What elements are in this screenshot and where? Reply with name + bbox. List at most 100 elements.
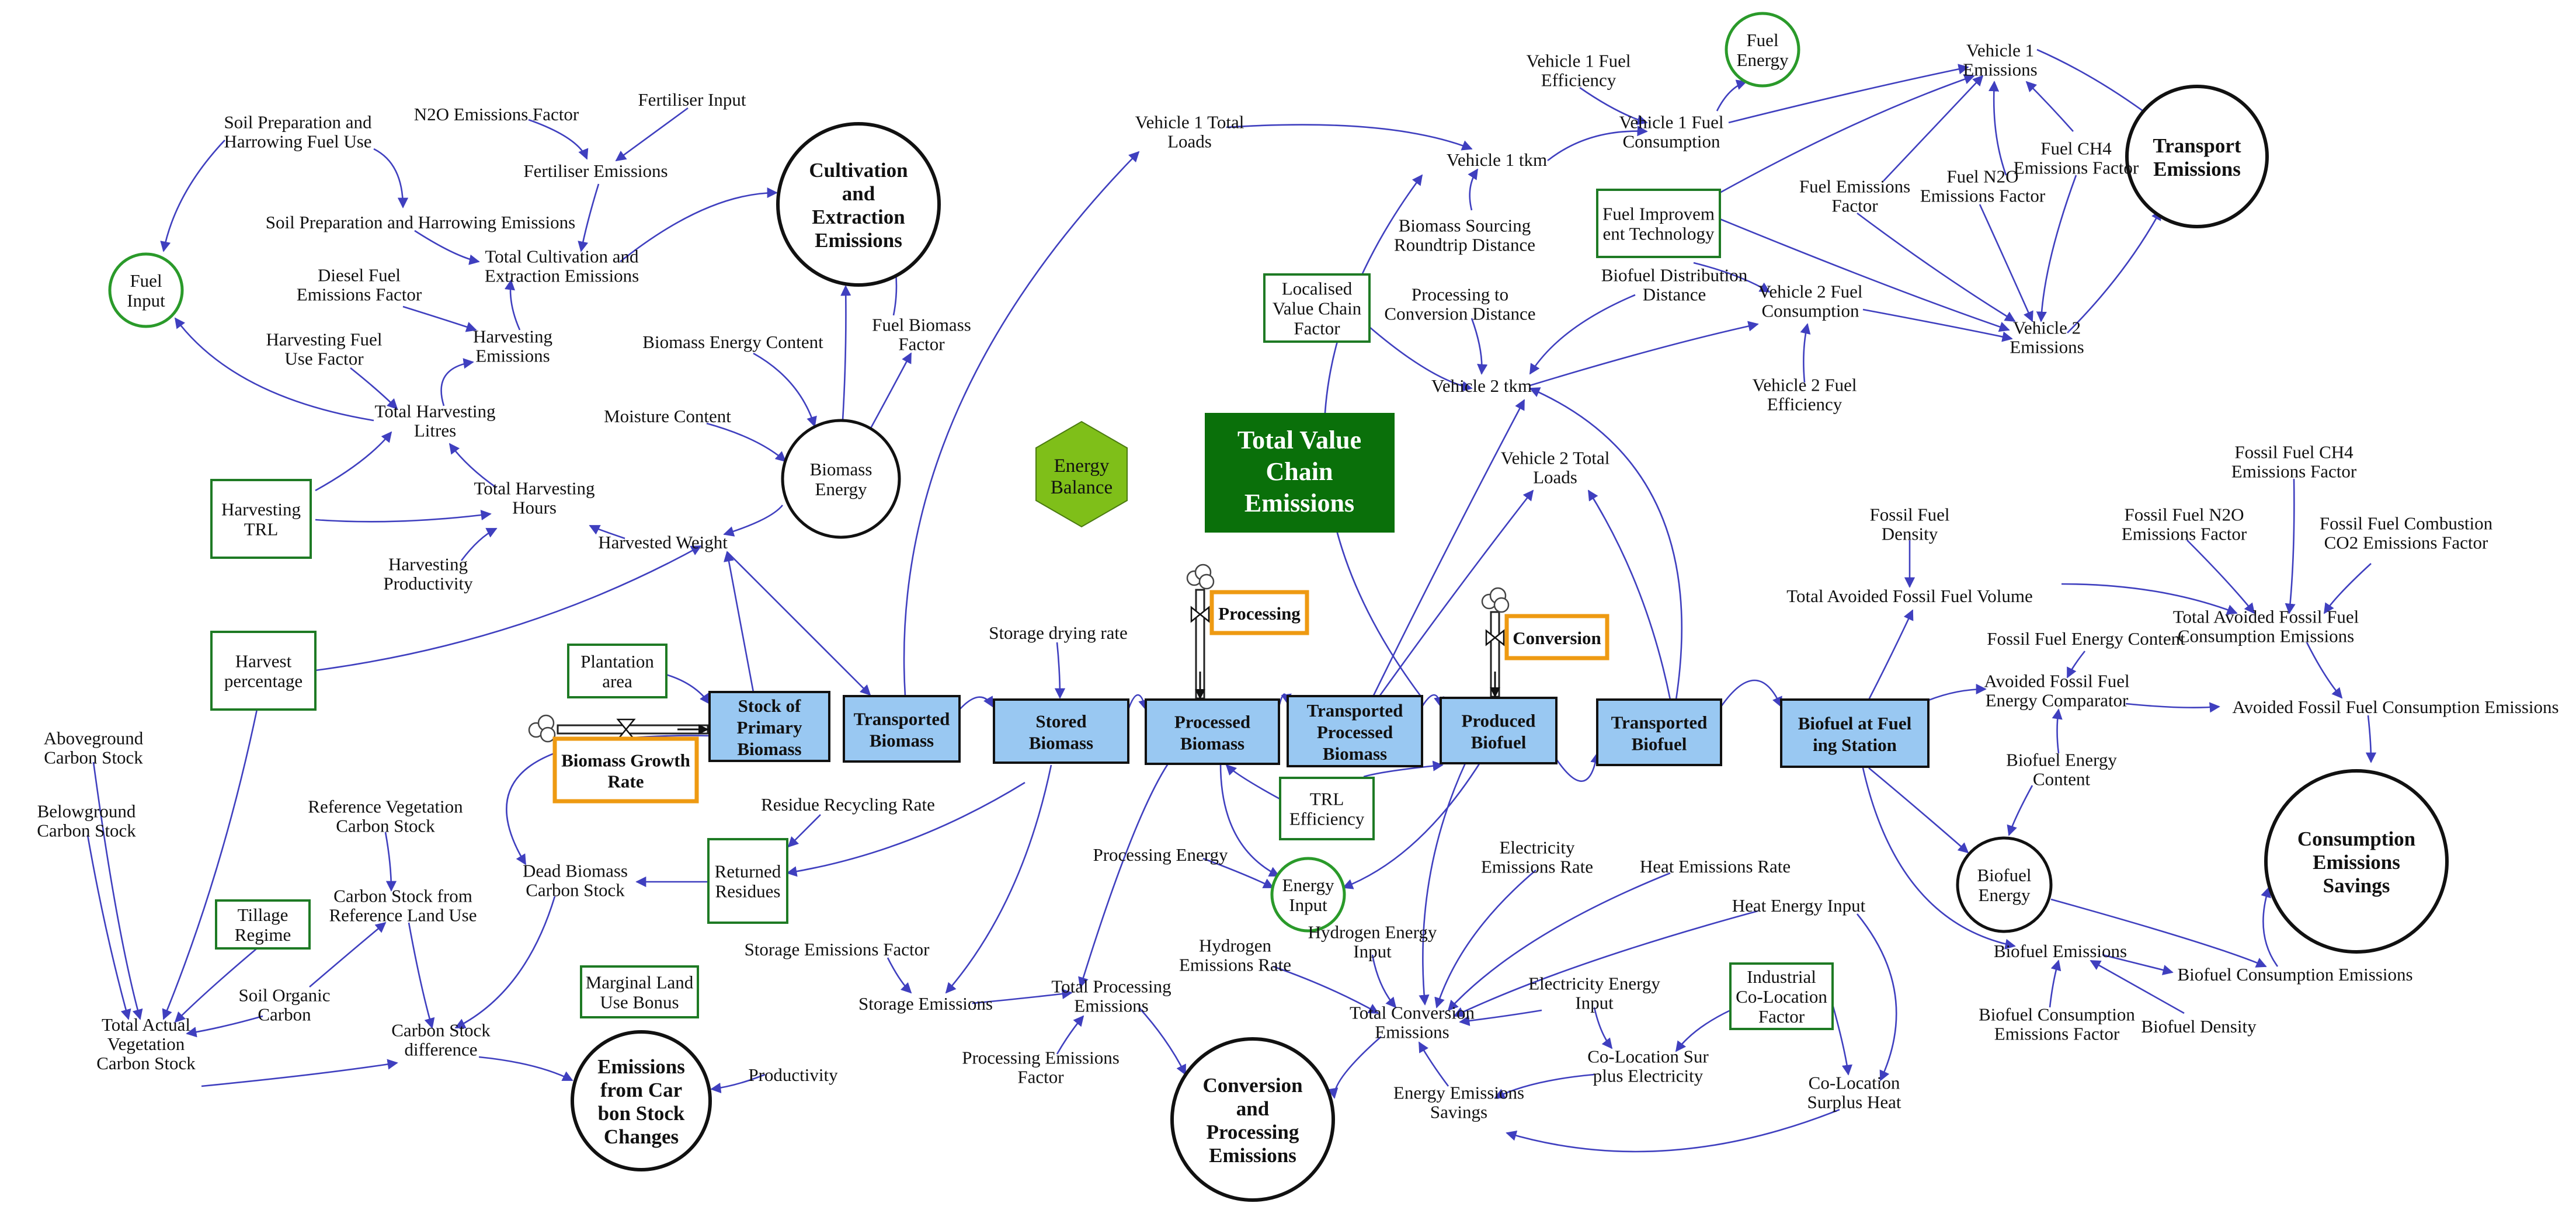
label-vehicle-1-tkm[interactable]: Vehicle 1 tkm: [1447, 149, 1547, 170]
label-fertiliser-input[interactable]: Fertiliser Input: [638, 89, 746, 110]
label-heat-energy-input[interactable]: Heat Energy Input: [1732, 895, 1866, 916]
label-fossil-fuel-energy-content[interactable]: Fossil Fuel Energy Content: [1987, 628, 2185, 649]
label-biofuel-density[interactable]: Biofuel Density: [2141, 1016, 2257, 1037]
label-soil-preparation-and-harrowing-emissions[interactable]: Soil Preparation and Harrowing Emissions: [266, 212, 575, 232]
label-vehicle-2-tkm[interactable]: Vehicle 2 tkm: [1431, 375, 1532, 396]
label-residue-recycling-rate[interactable]: Residue Recycling Rate: [761, 794, 935, 815]
label-processing-energy[interactable]: Processing Energy: [1093, 844, 1228, 865]
label-fertiliser-emissions[interactable]: Fertiliser Emissions: [523, 161, 668, 181]
label-avoided-fossil-fuel-consumption-emissions[interactable]: Avoided Fossil Fuel Consumption Emission…: [2232, 697, 2558, 717]
label-biofuel-consumption-emissions[interactable]: Biofuel Consumption Emissions: [2177, 964, 2412, 985]
flow-processing[interactable]: Processing: [1209, 590, 1309, 635]
label-biofuel-emissions[interactable]: Biofuel Emissions: [1994, 941, 2127, 961]
label-productivity[interactable]: Productivity: [748, 1065, 838, 1085]
label-n2o-emissions-factor[interactable]: N2O Emissions Factor: [414, 104, 579, 124]
label-biomass-energy-content[interactable]: Biomass Energy Content: [642, 332, 823, 352]
label-total-avoided-fossil-fuel-volume[interactable]: Total Avoided Fossil Fuel Volume: [1786, 586, 2033, 606]
label-co-location-sur-plus-electricity[interactable]: Co-Location Surplus Electricity: [1587, 1046, 1709, 1086]
flow-conversion[interactable]: Conversion: [1504, 614, 1609, 660]
label-harvested-weight[interactable]: Harvested Weight: [598, 532, 728, 552]
label-storage-emissions[interactable]: Storage Emissions: [858, 993, 993, 1014]
label-moisture-content[interactable]: Moisture Content: [604, 406, 731, 426]
label-storage-emissions-factor[interactable]: Storage Emissions Factor: [745, 939, 930, 959]
energy-balance-node[interactable]: Energy Balance: [1035, 420, 1128, 528]
label-storage-drying-rate[interactable]: Storage drying rate: [989, 623, 1128, 643]
label-heat-emissions-rate[interactable]: Heat Emissions Rate: [1640, 856, 1791, 877]
